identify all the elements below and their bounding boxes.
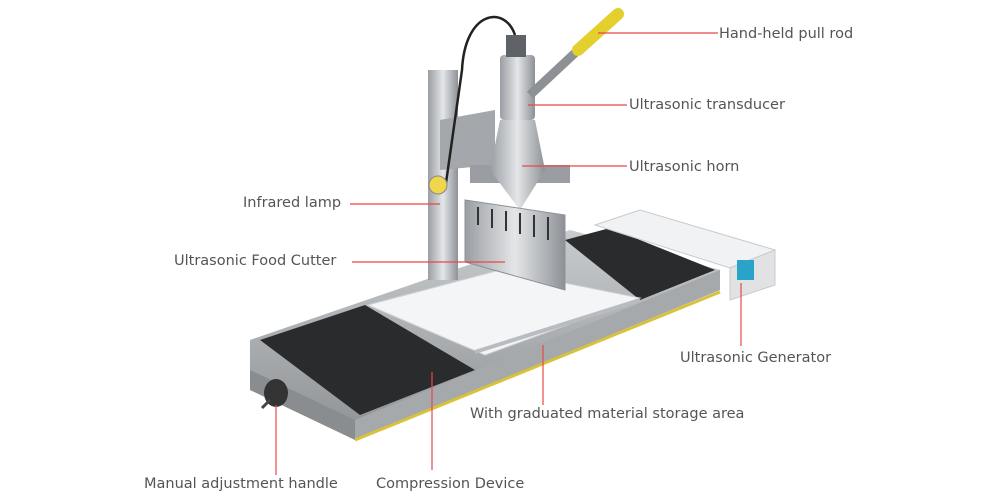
label-manual-handle: Manual adjustment handle [144, 476, 338, 492]
infrared-lamp [428, 175, 448, 195]
column [428, 70, 458, 280]
label-horn: Ultrasonic horn [629, 159, 740, 175]
label-compression: Compression Device [376, 476, 525, 492]
label-food-cutter: Ultrasonic Food Cutter [174, 253, 337, 269]
transducer [500, 55, 535, 120]
material-storage-board [366, 269, 642, 356]
pull-rod-grip [572, 8, 624, 56]
label-transducer: Ultrasonic transducer [629, 97, 785, 113]
label-pull-rod: Hand-held pull rod [719, 26, 854, 42]
horn [490, 120, 545, 210]
compression-bellows [260, 228, 715, 415]
manual-adjustment-handle [260, 379, 288, 410]
leader-lines [275, 32, 742, 475]
cutter-blade [464, 199, 566, 291]
label-generator: Ultrasonic Generator [680, 350, 832, 366]
label-infrared-lamp: Infrared lamp [243, 195, 342, 211]
label-storage-area: With graduated material storage area [470, 406, 745, 422]
